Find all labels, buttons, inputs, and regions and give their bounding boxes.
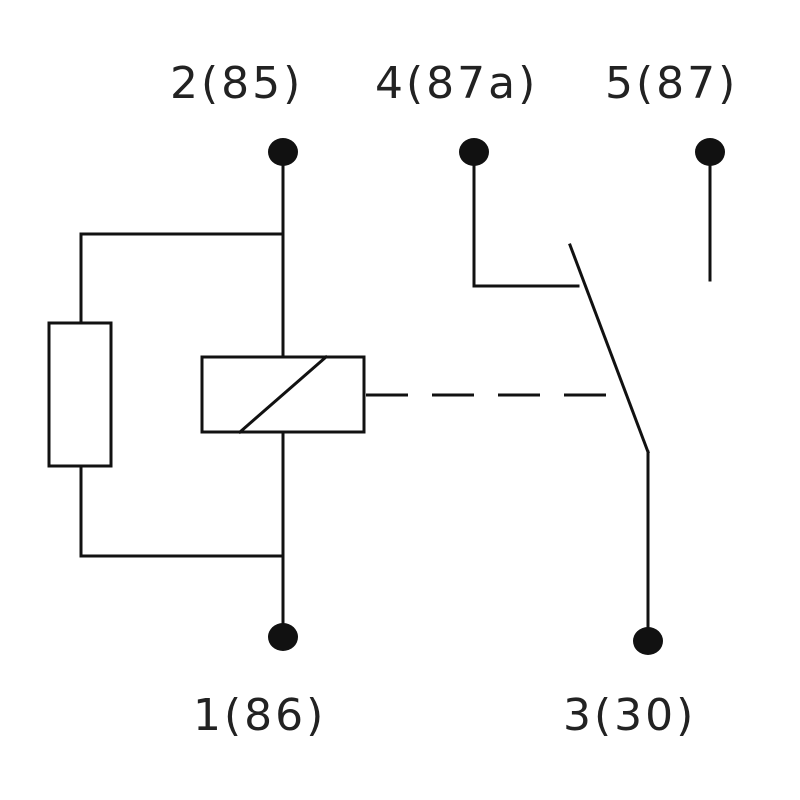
- terminal-pin1: [268, 623, 298, 651]
- wire-resistor-top: [79, 232, 285, 325]
- resistor: [47, 321, 113, 468]
- terminal-pin5: [695, 138, 725, 166]
- terminal-pin3: [633, 627, 663, 655]
- wire-pin4-normally-closed: [472, 150, 580, 288]
- switch-contact-arm: [568, 243, 650, 454]
- wire-resistor-bottom: [79, 464, 285, 558]
- terminal-pin2: [268, 138, 298, 166]
- pin-label-5-87: 5(87): [605, 58, 738, 109]
- pin-label-2-85: 2(85): [170, 58, 303, 109]
- pin-label-3-30: 3(30): [563, 690, 696, 741]
- pin-label-1-86: 1(86): [193, 690, 326, 741]
- terminal-pin4: [459, 138, 489, 166]
- pin-label-4-87a: 4(87a): [375, 58, 538, 109]
- relay-coil-diagonal: [237, 354, 329, 435]
